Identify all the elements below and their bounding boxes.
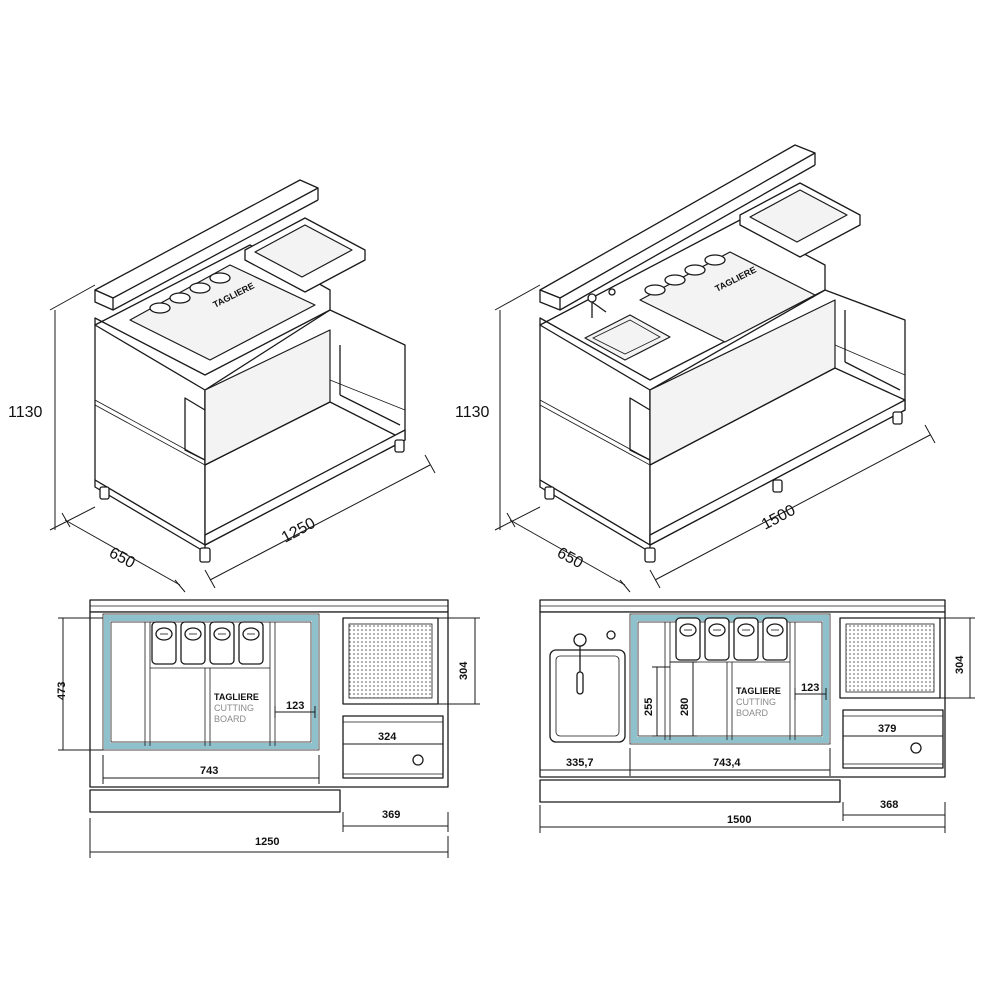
plan-left-cutting: CUTTING	[214, 703, 254, 713]
svg-text:368: 368	[880, 799, 898, 811]
dim-743: 743	[102, 755, 320, 784]
svg-text:304: 304	[458, 661, 470, 680]
faucet-icon	[573, 630, 616, 695]
dim-280: 280	[670, 661, 697, 737]
svg-text:123: 123	[801, 682, 819, 694]
foot	[544, 486, 555, 500]
svg-text:123: 123	[286, 700, 304, 712]
dim-379: 379	[843, 723, 943, 737]
svg-text:1500: 1500	[727, 814, 751, 826]
dim-123-right: 123	[794, 682, 827, 700]
plan-view-1500: TAGLIERE CUTTING BOARD 255 280 123	[539, 599, 975, 833]
svg-text:335,7: 335,7	[566, 757, 594, 769]
dim-304-right: 304	[940, 617, 975, 699]
plan-left-board: BOARD	[214, 714, 247, 724]
dim-743-4: 743,4	[630, 748, 831, 776]
svg-text:369: 369	[382, 809, 400, 821]
tap-icon	[587, 288, 616, 318]
svg-text:473: 473	[56, 682, 68, 700]
dim-1250: 1250	[89, 818, 449, 858]
iso-view-1250: TAGLIERE 1130 650 1250	[8, 179, 436, 593]
foot	[99, 486, 110, 500]
dim-123-left: 123	[274, 700, 316, 718]
svg-text:379: 379	[878, 723, 896, 735]
dim-label: 1500	[759, 502, 798, 534]
dim-255: 255	[643, 666, 670, 737]
foot	[394, 439, 405, 453]
plan-left-tagliere: TAGLIERE	[214, 692, 259, 702]
dim-324: 324	[343, 731, 443, 745]
plan-left-pans	[151, 621, 264, 665]
plan-right-tagliere: TAGLIERE	[736, 686, 781, 696]
dim-height-right: 1130	[455, 284, 541, 531]
svg-text:324: 324	[378, 731, 397, 743]
svg-text:743: 743	[200, 765, 218, 777]
dim-label: 1130	[455, 404, 490, 421]
plan-right-sink	[549, 649, 626, 743]
iso-right-sink	[584, 314, 671, 361]
foot	[199, 547, 211, 563]
dim-height-left: 1130	[8, 284, 96, 531]
dim-304-left: 304	[438, 617, 480, 705]
foot	[772, 479, 783, 493]
svg-text:1250: 1250	[255, 836, 279, 848]
dim-label: 650	[106, 545, 138, 573]
svg-text:743,4: 743,4	[713, 757, 741, 769]
plan-right-pans	[675, 617, 788, 661]
dim-label: 650	[554, 545, 586, 573]
dim-label: 1130	[8, 404, 43, 421]
dim-369: 369	[342, 809, 449, 832]
svg-text:280: 280	[679, 698, 691, 716]
plan-right-cutting: CUTTING	[736, 697, 776, 707]
dim-335-7: 335,7	[540, 748, 631, 776]
dim-473: 473	[56, 617, 103, 751]
iso-right-front-panel	[649, 289, 906, 546]
plan-left-drawer	[342, 715, 444, 779]
foot	[892, 411, 903, 425]
dim-368: 368	[842, 799, 946, 821]
svg-text:255: 255	[643, 698, 655, 716]
plan-left-well-frame	[104, 615, 318, 749]
iso-view-1500: TAGLIERE 1130 650 1500	[455, 144, 936, 593]
plan-left-front-edge	[89, 789, 341, 813]
plan-right-front-edge	[539, 779, 841, 803]
plan-right-drawer	[842, 709, 944, 769]
plan-right-board: BOARD	[736, 708, 769, 718]
plan-right-well-frame	[631, 615, 829, 743]
plan-view-1250: TAGLIERE CUTTING BOARD 473 304 123	[56, 599, 480, 858]
iso-right-pans	[644, 254, 726, 296]
foot	[644, 547, 656, 563]
dim-label: 1250	[279, 515, 318, 547]
dim-1500: 1500	[539, 805, 946, 833]
iso-left-pans	[149, 272, 231, 314]
svg-text:304: 304	[954, 655, 966, 674]
